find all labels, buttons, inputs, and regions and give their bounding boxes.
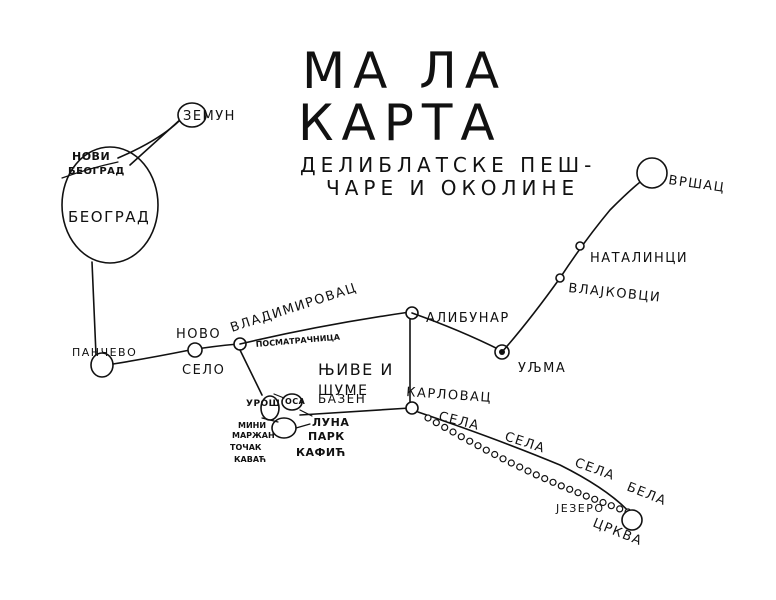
village-dot [507,459,515,467]
road-vladimirovac-south [239,349,263,396]
label-park: ПАРК [308,430,345,443]
label-kafic: КАФИЋ [296,446,346,459]
label-sela-2: СЕЛА [503,430,548,457]
village-dot [549,478,557,486]
label-sela-3: СЕЛА [573,456,618,484]
label-mini: МИНИ [238,421,266,430]
village-dot [599,498,607,507]
village-dot [474,442,482,450]
village-dot [482,446,490,454]
label-posmatracnica: ПОСМАТРАЧНИЦА [255,333,341,349]
pancevo-circle [90,352,114,378]
village-dot [582,492,590,500]
village-dot [441,423,449,431]
road-zemun-2 [129,117,183,166]
village-dot [607,502,615,510]
village-dot [516,463,524,471]
crkva-circle [621,509,643,531]
label-uljma: УЉМА [518,361,566,376]
title-line-1: МА ЛА [302,42,507,100]
village-dot [466,437,474,445]
village-dot [491,450,499,459]
label-alibunar: АЛИБУНАР [426,311,510,326]
label-zemun: ЗЕМУН [183,109,236,124]
village-dot [457,433,465,441]
label-njive-2: ШУМЕ [318,383,368,399]
village-dot [566,485,574,493]
label-osa: ОСА [285,397,306,406]
label-pancevo: ПАНЧЕВО [72,346,137,359]
karlovac-circle [405,401,419,415]
vrsac-circle [636,157,668,189]
title-line-2: КАРТА [298,94,503,152]
fair-paths [261,393,313,429]
label-novi-beograd-2: БЕОГРАД [68,166,125,177]
label-beograd: БЕОГРАД [68,208,150,226]
village-dot [524,467,532,475]
zemun-circle [177,102,207,128]
beograd-circle [61,146,159,264]
label-jezero: ЈЕЗЕРО [555,502,605,515]
village-dot [591,495,599,503]
village-dot [424,414,432,422]
village-dot [532,471,540,479]
vlajkovci-circle [555,273,565,283]
novi-beograd-divider [61,161,119,179]
label-vlajkovci: ВЛАЈКОВЦИ [568,281,662,306]
label-novo: НОВО [176,327,221,342]
road-karlovac-crkva [417,411,633,516]
village-dot [557,482,565,490]
road-vladimirovac-alibunar [239,311,411,345]
village-dot [574,489,582,497]
road-karlovac-west [299,407,411,416]
label-bela: БЕЛА [625,480,669,510]
village-dot [499,455,507,463]
label-vrsac: ВРШАЦ [667,173,726,196]
label-luna: ЛУНА [312,416,349,429]
road-alibunar-uljma [411,312,501,351]
label-karlovac: КАРЛОВАЦ [406,385,493,406]
novo-selo-circle [187,342,203,358]
label-marzan: МАРЖАН [232,431,275,440]
village-dot [616,505,624,513]
label-novi-beograd-1: НОВИ [72,150,110,163]
label-selo: СЕЛО [182,363,225,378]
label-kavac: КАВАЋ [234,455,266,464]
fair-circle-2 [281,393,303,411]
subtitle-line-1: ДЕЛИБЛАТСКЕ ПЕШ- [300,153,596,177]
village-dot [541,475,549,483]
road-beograd-pancevo [91,261,97,356]
label-natalinci: НАТАЛИНЦИ [590,251,688,266]
label-njive-1: ЊИВЕ И [318,360,394,379]
village-dot [449,428,457,436]
label-vladimirovac: ВЛАДИМИРОВАЦ [229,281,360,336]
natalinci-circle [575,241,585,251]
label-tocak: ТОЧАК [230,443,262,452]
label-uros: УРОШ [246,399,280,409]
village-dot [432,419,440,427]
subtitle-line-2: ЧАРЕ И ОКОЛИНЕ [326,176,579,200]
label-bazen: БАЗЕН [318,392,366,406]
